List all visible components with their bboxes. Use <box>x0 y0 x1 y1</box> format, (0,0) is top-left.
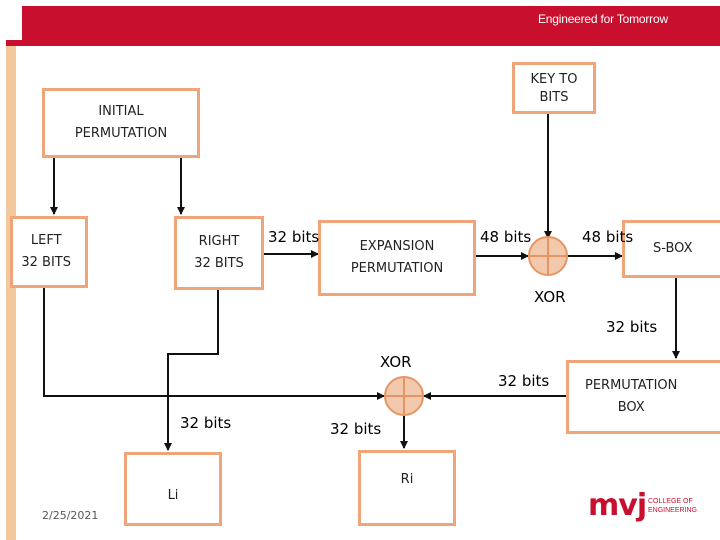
key-box-line1: KEY TO <box>530 72 578 87</box>
logo-sub-line1: COLLEGE OF <box>648 498 693 505</box>
key-box-line2: BITS <box>539 90 569 105</box>
xor-top-icon <box>528 236 568 276</box>
right-box-line2: 32 BITS <box>194 256 244 271</box>
left-box-line1: LEFT <box>30 233 62 248</box>
arrow-right-to-li <box>164 290 219 451</box>
li-box: Li <box>124 452 222 526</box>
pbox-line1: PERMUTATION <box>585 378 678 393</box>
label-xor-bottom: XOR <box>380 353 412 371</box>
label-32bits-to-ri: 32 bits <box>330 420 382 438</box>
ri-box: Ri <box>358 450 456 526</box>
li-label: Li <box>167 488 179 503</box>
arrow-left-to-xor <box>43 288 385 400</box>
label-32bits-pbox-out: 32 bits <box>498 372 550 390</box>
expansion-line1: EXPANSION <box>359 239 435 254</box>
side-stripe <box>6 44 16 540</box>
xor-bottom-icon <box>384 376 424 416</box>
label-48bits-key-out: 48 bits <box>582 228 634 246</box>
expansion-line2: PERMUTATION <box>350 261 444 276</box>
initial-permutation-line2: PERMUTATION <box>74 126 168 141</box>
header-banner <box>0 6 720 46</box>
permutation-box: PERMUTATION BOX <box>566 360 720 434</box>
label-48bits-expansion-out: 48 bits <box>480 228 532 246</box>
label-xor-top: XOR <box>534 288 566 306</box>
right-box-line1: RIGHT <box>198 234 240 249</box>
header-gap <box>0 0 720 8</box>
logo-mark: mvj <box>588 488 647 523</box>
college-logo: mvj COLLEGE OF ENGINEERING <box>588 488 706 524</box>
label-32bits-to-li: 32 bits <box>180 414 232 432</box>
initial-permutation-line1: INITIAL <box>98 104 144 119</box>
left-box: LEFT 32 BITS <box>10 216 88 288</box>
left-box-line2: 32 BITS <box>21 255 71 270</box>
header-tagline: Engineered for Tomorrow <box>538 12 668 26</box>
ri-label: Ri <box>400 472 414 487</box>
initial-permutation-box: INITIAL PERMUTATION <box>42 88 200 158</box>
footer-date: 2/25/2021 <box>42 509 99 522</box>
pbox-line2: BOX <box>617 400 645 415</box>
expansion-permutation-box: EXPANSION PERMUTATION <box>318 220 476 296</box>
key-box: KEY TO BITS <box>512 62 596 114</box>
sbox-label: S-BOX <box>653 241 693 256</box>
label-32bits-right-out: 32 bits <box>268 228 320 246</box>
label-32bits-sbox-out: 32 bits <box>606 318 658 336</box>
right-box: RIGHT 32 BITS <box>174 216 264 290</box>
sbox-box: S-BOX <box>622 220 720 278</box>
logo-sub-line2: ENGINEERING <box>648 507 698 514</box>
header-notch <box>6 40 76 46</box>
